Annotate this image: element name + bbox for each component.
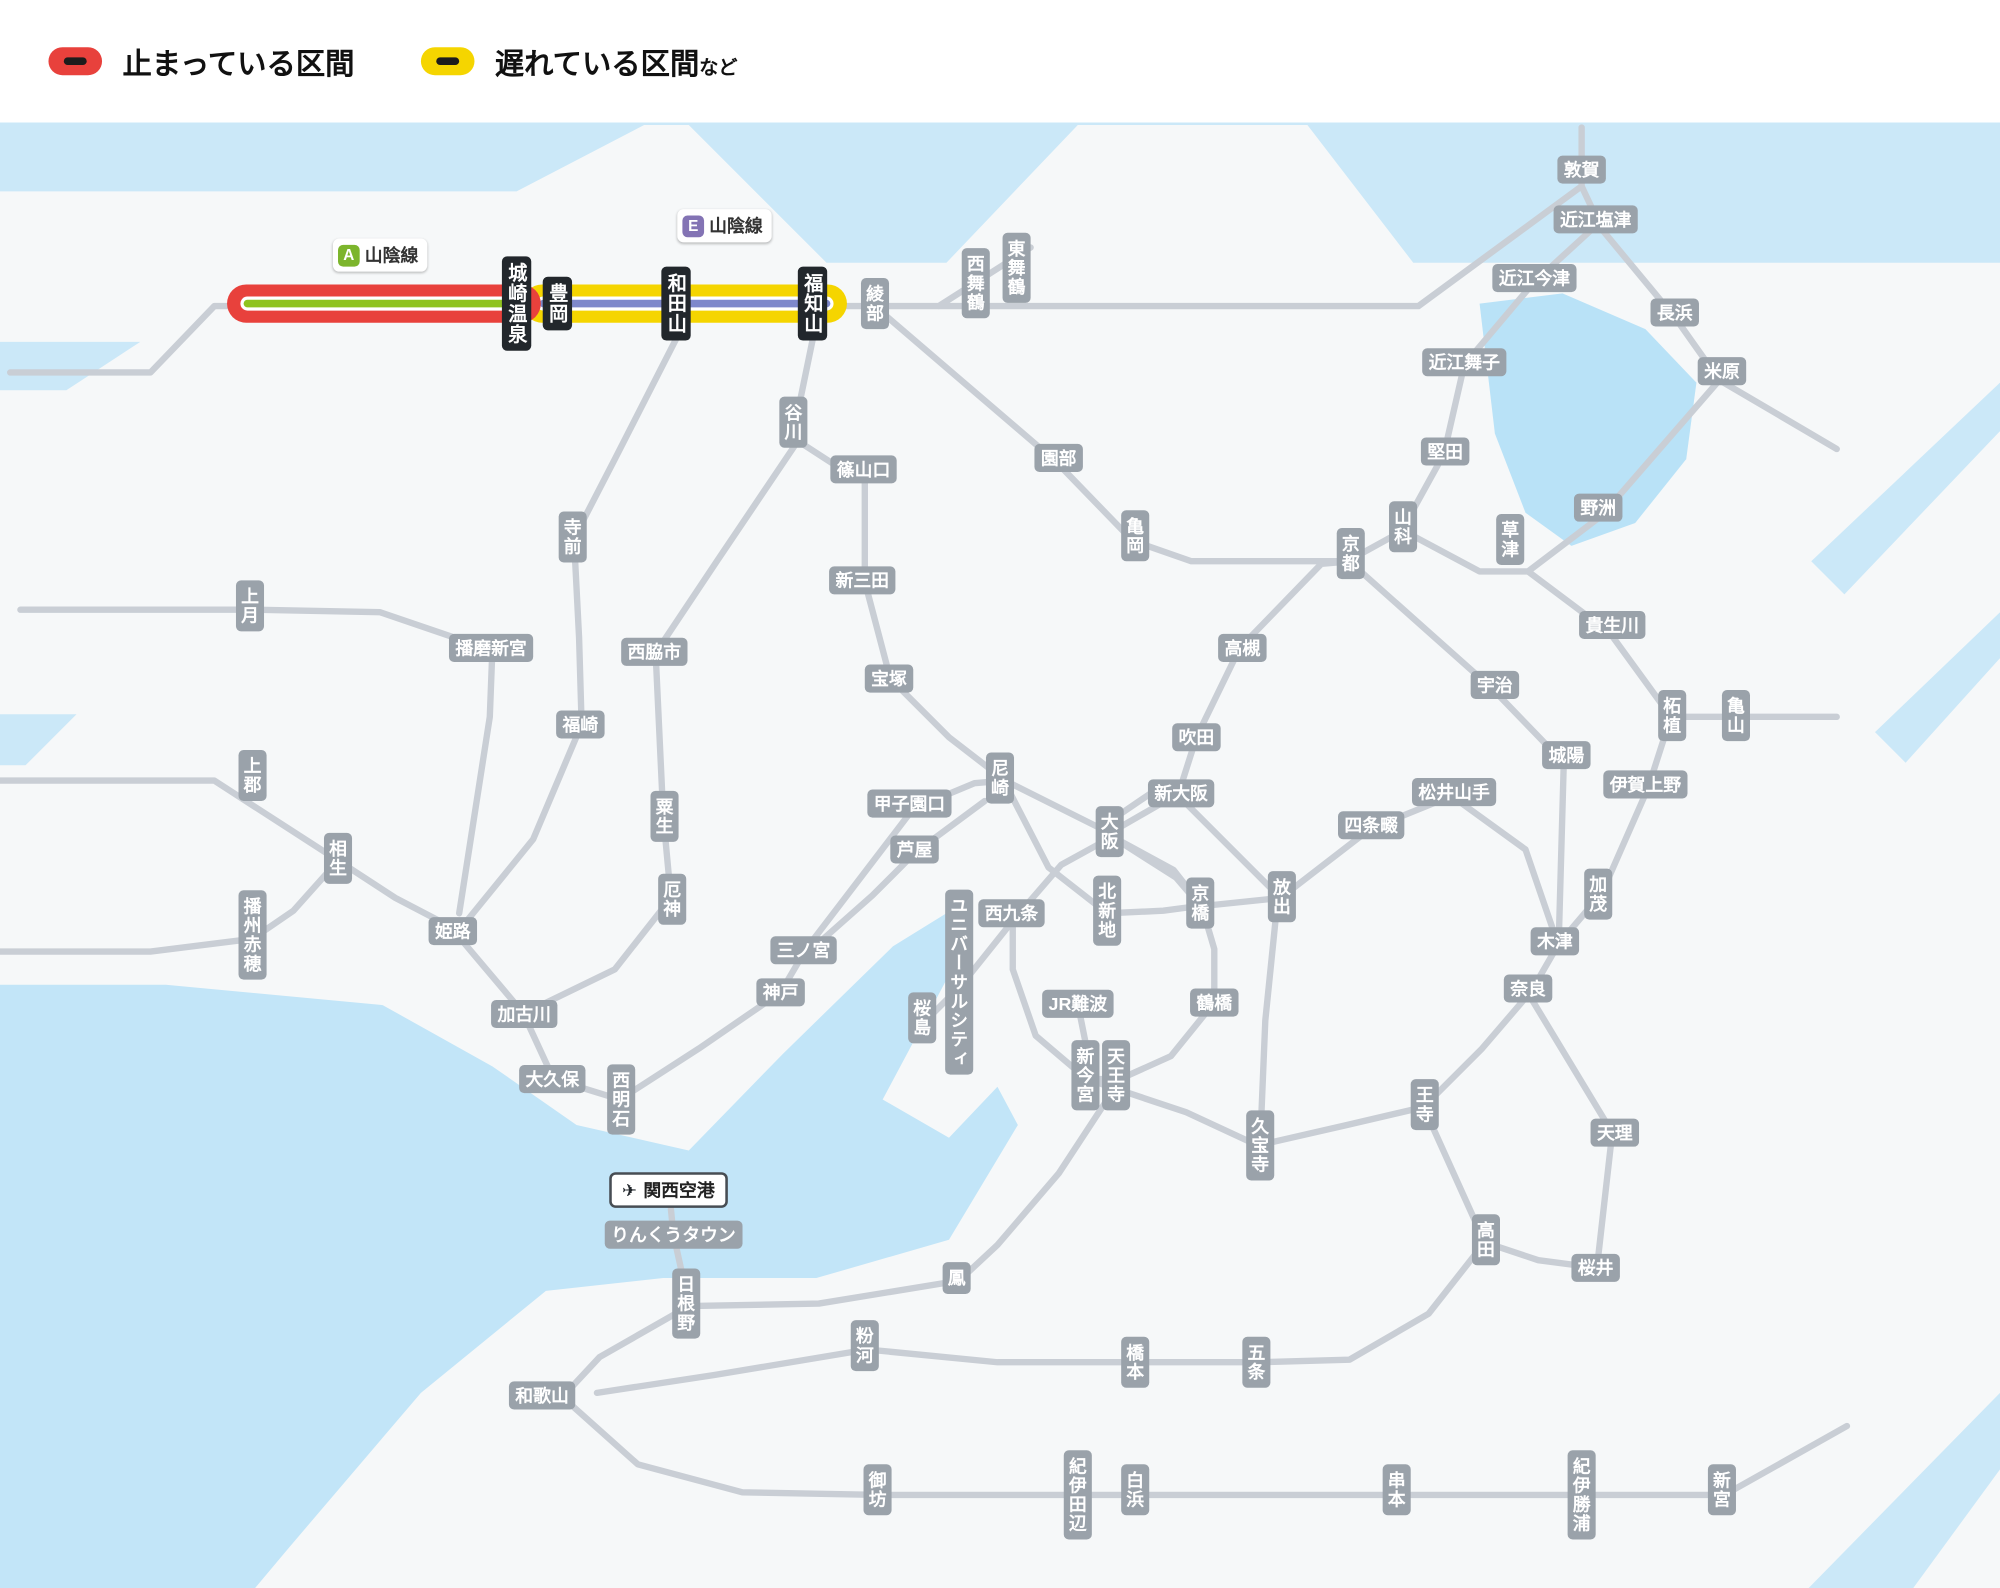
inlet: [0, 714, 77, 766]
inlet: [1874, 612, 2000, 763]
inlet: [0, 341, 141, 391]
legend-item-delayed: 遅れている区間など: [420, 40, 738, 83]
airport-label: 関西空港: [643, 1179, 715, 1201]
legend-stopped-label: 止まっている区間: [122, 47, 355, 81]
airplane-icon: ✈: [621, 1179, 637, 1200]
legend-bar: 止まっている区間 遅れている区間など: [0, 0, 2000, 123]
delayed-section-icon: [420, 47, 475, 76]
osaka-bay: [0, 913, 1018, 1588]
lake-biwa: [1479, 293, 1697, 546]
inlet: [1808, 1392, 2000, 1588]
inlet: [1811, 382, 2000, 595]
airport-badge: ✈ 関西空港: [609, 1172, 728, 1208]
stopped-section-icon: [48, 47, 103, 76]
legend-item-stopped: 止まっている区間: [48, 40, 355, 83]
legend-delayed-label: 遅れている区間など: [494, 47, 738, 81]
